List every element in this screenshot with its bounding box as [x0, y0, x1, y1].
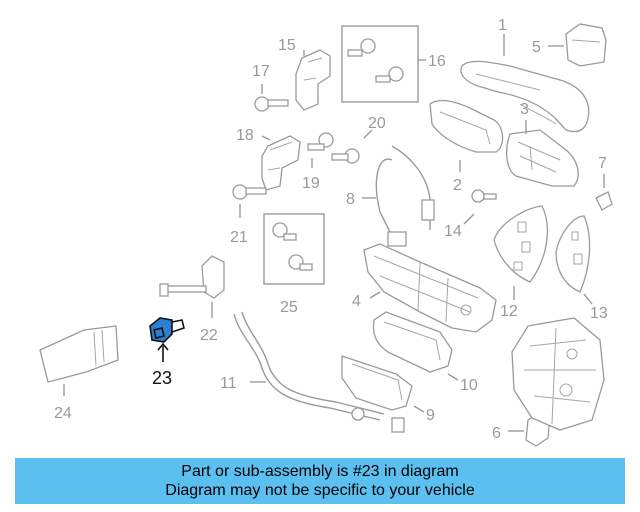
callout-5: 5 — [532, 39, 541, 56]
callout-6: 6 — [492, 425, 501, 442]
callout-10: 10 — [460, 377, 478, 394]
callout-12: 12 — [500, 303, 518, 320]
callout-23: 23 — [152, 368, 172, 388]
callout-4: 4 — [352, 293, 361, 310]
banner-line-2: Diagram may not be specific to your vehi… — [165, 482, 475, 499]
part-8-cable[interactable]: 8 — [346, 145, 435, 247]
part-3-handle-frame[interactable]: 3 — [505, 101, 579, 187]
part-12-pad[interactable]: 12 — [493, 205, 548, 320]
part-19-bolt[interactable]: 19 — [302, 132, 334, 192]
part-14-pin[interactable]: 14 — [444, 189, 497, 240]
part-22-check-link[interactable]: 22 — [159, 255, 225, 344]
callout-7: 7 — [598, 155, 607, 172]
callout-24: 24 — [54, 405, 72, 422]
part-17-bolt[interactable]: 17 — [252, 63, 289, 112]
callout-8: 8 — [346, 191, 355, 208]
part-15-bracket[interactable]: 15 — [278, 37, 331, 111]
part-21-bolt[interactable]: 21 — [230, 184, 267, 246]
part-16-bolt-set[interactable]: 16 — [341, 25, 446, 103]
callout-13: 13 — [590, 305, 608, 322]
callout-1: 1 — [498, 17, 507, 34]
callout-18: 18 — [236, 127, 254, 144]
callout-11: 11 — [220, 375, 237, 392]
part-23-bumper-highlighted[interactable]: 23 — [149, 317, 185, 388]
part-18-striker[interactable]: 18 — [236, 127, 301, 191]
callout-20: 20 — [368, 115, 386, 132]
part-7-screw[interactable]: 7 — [595, 155, 613, 211]
callout-25: 25 — [280, 299, 298, 316]
callout-14: 14 — [444, 223, 462, 240]
part-13-pad[interactable]: 13 — [555, 215, 608, 322]
latch-assembly — [511, 317, 605, 431]
part-20-bolt[interactable]: 20 — [331, 115, 386, 164]
callout-19: 19 — [302, 175, 320, 192]
callout-2: 2 — [453, 177, 462, 194]
part-2-handle-bezel[interactable]: 2 — [429, 99, 504, 194]
info-banner: Part or sub-assembly is #23 in diagram D… — [15, 458, 625, 504]
parts-diagram: 1 2 3 4 5 6 7 — [39, 17, 613, 447]
part-11-rod[interactable]: 11 — [220, 311, 405, 433]
callout-16: 16 — [428, 53, 446, 70]
part-4-handle-carrier[interactable]: 4 — [352, 243, 497, 333]
part-10-inner-bezel[interactable]: 10 — [372, 311, 478, 394]
part-24-cover[interactable]: 24 — [39, 325, 119, 422]
callout-15: 15 — [278, 37, 296, 54]
banner-line-1: Part or sub-assembly is #23 in diagram — [181, 463, 459, 480]
callout-22: 22 — [200, 327, 218, 344]
callout-9: 9 — [426, 407, 435, 424]
callout-3: 3 — [520, 101, 529, 118]
part-9-inner-handle[interactable]: 9 — [341, 355, 435, 424]
callout-17: 17 — [252, 63, 270, 80]
part-1-outer-handle[interactable]: 1 — [460, 17, 590, 133]
part-25-plug-set[interactable]: 25 — [263, 213, 325, 316]
part-5-handle-cap[interactable]: 5 — [532, 23, 607, 67]
callout-21: 21 — [230, 229, 248, 246]
